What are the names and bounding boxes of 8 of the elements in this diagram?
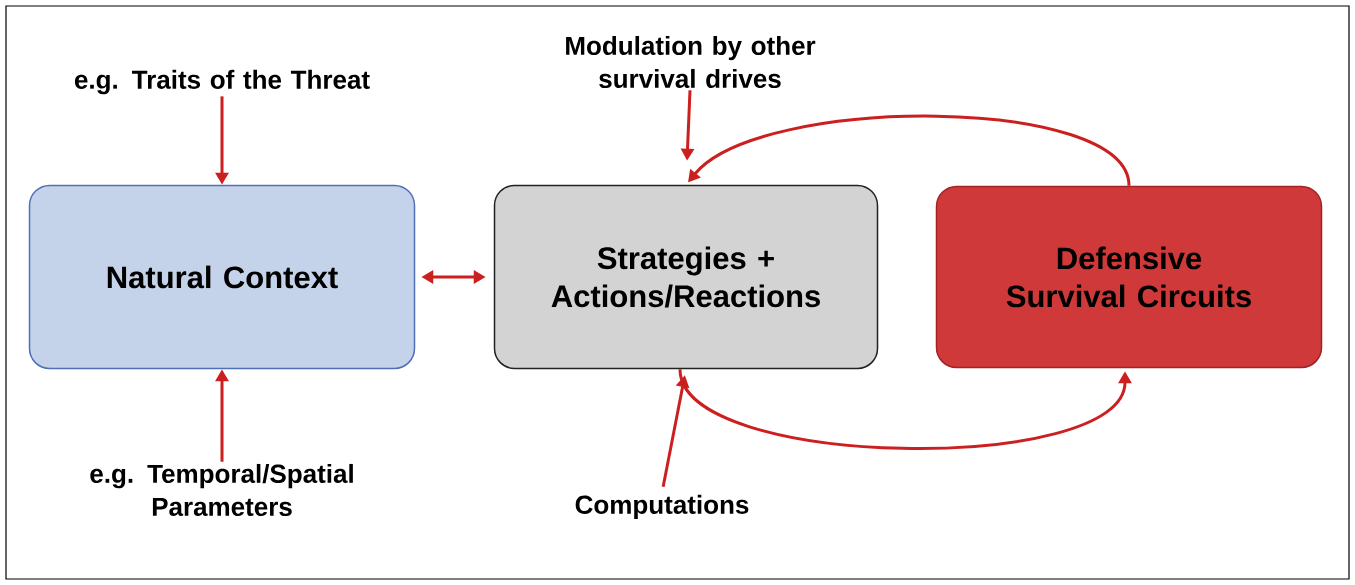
process-box: Defensive Survival Circuits (935, 185, 1323, 369)
process-box: Natural Context (28, 184, 416, 370)
input-label: e.g. Traits of the Threat (74, 69, 370, 95)
input-label: e.g. Temporal/Spatial Parameters (90, 463, 353, 517)
arrow (688, 114, 1131, 187)
input-label: Computations (575, 494, 749, 520)
input-label: Modulation by other survival drives (566, 35, 816, 89)
process-box: Strategies + Actions/Reactions (493, 184, 879, 370)
